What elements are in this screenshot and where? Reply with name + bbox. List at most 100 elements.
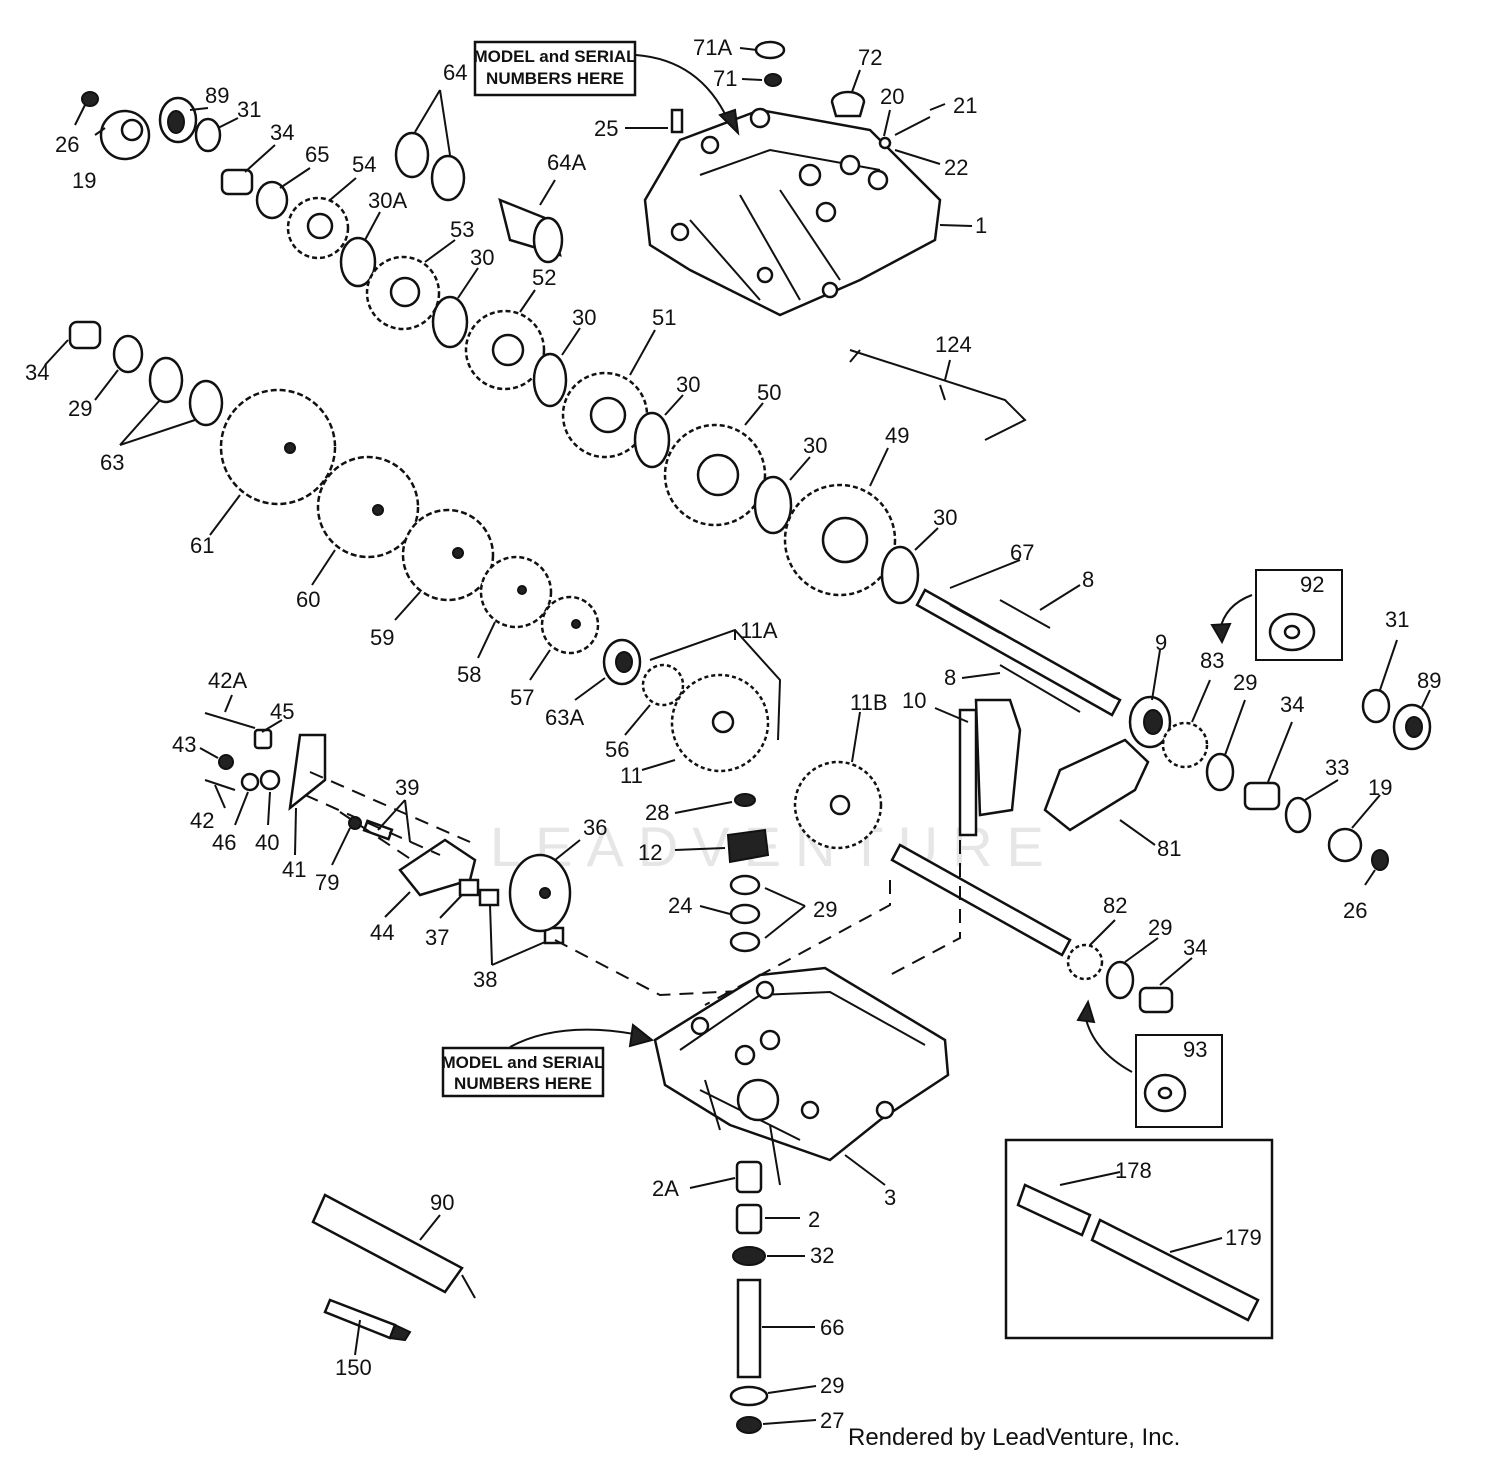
bottom-note-line2: NUMBERS HERE: [454, 1074, 592, 1093]
part-11a-bracket-lines: [649, 628, 782, 741]
part-53-gear: [365, 255, 441, 331]
label-93: 93: [1183, 1037, 1207, 1062]
label-26: 26: [55, 132, 79, 157]
label-34-b: 34: [25, 360, 49, 385]
part-52-gear: [464, 309, 546, 391]
label-8-a: 8: [1082, 567, 1094, 592]
label-36: 36: [583, 815, 607, 840]
part-89-bearing-b: [1392, 703, 1432, 751]
label-61: 61: [190, 533, 214, 558]
part-56-sprocket: [641, 663, 685, 707]
part-31-washer-b: [1361, 688, 1391, 724]
label-42a: 42A: [208, 668, 247, 693]
label-64a: 64A: [547, 150, 586, 175]
label-89: 89: [205, 83, 229, 108]
part-50-gear: [663, 423, 767, 527]
label-45: 45: [270, 699, 294, 724]
part-30-washer-c: [532, 352, 568, 408]
label-81: 81: [1157, 836, 1181, 861]
label-29-b: 29: [1233, 670, 1257, 695]
label-2a: 2A: [652, 1176, 679, 1201]
part-20-washer: [878, 136, 892, 150]
dashed-assembly-lines: [304, 771, 961, 1006]
part-29-washer-c2: [729, 931, 761, 953]
part-27-nut: [736, 1416, 762, 1434]
part-44-shifter: [398, 838, 477, 897]
shaft-kit-inset: [1004, 1138, 1274, 1340]
label-60: 60: [296, 587, 320, 612]
label-30-e: 30: [803, 433, 827, 458]
label-56: 56: [605, 737, 629, 762]
label-41: 41: [282, 857, 306, 882]
part-40-washer: [259, 769, 281, 791]
lower-housing: [653, 966, 950, 1186]
part-45-bushing: [253, 728, 273, 750]
top-note-line1: MODEL and SERIAL: [473, 47, 636, 66]
label-44: 44: [370, 920, 394, 945]
bottom-model-serial-note: MODEL and SERIAL NUMBERS HERE: [441, 1023, 655, 1098]
part-10-shift-fork: [958, 698, 1022, 837]
part-34-bushing-d: [1138, 986, 1174, 1014]
label-33: 33: [1325, 755, 1349, 780]
part-63-bearing-b: [188, 379, 224, 427]
upper-housing: [643, 107, 942, 317]
leader-lines: [44, 47, 1431, 1425]
part-8-key-a: [999, 599, 1051, 629]
part-28-washer: [734, 793, 756, 807]
label-52: 52: [532, 265, 556, 290]
label-71: 71: [713, 66, 737, 91]
label-30-d: 30: [676, 372, 700, 397]
label-58: 58: [457, 662, 481, 687]
label-19-b: 19: [1368, 775, 1392, 800]
part-number-labels: 26 19 89 31 34 65 64 54 30A 64A 53 30 52…: [25, 35, 1441, 1433]
label-30-b: 30: [470, 245, 494, 270]
part-38-block-a: [478, 888, 500, 907]
label-150: 150: [335, 1355, 372, 1380]
part-25-pin: [670, 108, 684, 134]
part-34-bushing-b: [68, 320, 102, 350]
label-22: 22: [944, 155, 968, 180]
label-2: 2: [808, 1207, 820, 1232]
part-150-lube-tube: [323, 1298, 412, 1342]
part-31-washer: [194, 117, 222, 153]
part-57-gear: [540, 595, 600, 655]
label-11: 11: [620, 763, 643, 788]
part-21-screw: [894, 116, 931, 136]
label-8-b: 8: [944, 665, 956, 690]
rendered-by-credit: Rendered by LeadVenture, Inc.: [848, 1424, 1181, 1451]
label-59: 59: [370, 625, 394, 650]
part-30-washer-f: [880, 545, 920, 605]
label-63a: 63A: [545, 705, 584, 730]
label-90: 90: [430, 1190, 454, 1215]
label-57: 57: [510, 685, 534, 710]
part-29-washer-d: [1105, 960, 1135, 1000]
part-2-bushing: [735, 1203, 763, 1235]
label-29-e: 29: [820, 1373, 844, 1398]
label-64: 64: [443, 60, 467, 85]
part-93-inset: [1076, 999, 1223, 1128]
label-50: 50: [757, 380, 781, 405]
part-36-disc: [508, 853, 572, 933]
label-37: 37: [425, 925, 449, 950]
part-82-sprocket: [1066, 943, 1104, 981]
part-46-washer: [240, 772, 260, 792]
label-34-c: 34: [1280, 692, 1304, 717]
label-29: 29: [68, 396, 92, 421]
part-37-block: [458, 878, 480, 897]
part-29-washer-b: [1205, 752, 1235, 792]
label-67: 67: [1010, 540, 1034, 565]
part-30a-washer: [339, 236, 377, 288]
label-79: 79: [315, 870, 339, 895]
part-30-washer-b: [431, 295, 469, 349]
label-82: 82: [1103, 893, 1127, 918]
part-72-plug: [830, 90, 866, 118]
top-note-line2: NUMBERS HERE: [486, 69, 624, 88]
part-33-washer: [1284, 796, 1312, 834]
label-66: 66: [820, 1315, 844, 1340]
label-26-b: 26: [1343, 898, 1367, 923]
label-3: 3: [884, 1185, 896, 1210]
label-19: 19: [72, 168, 96, 193]
part-34-bushing-c: [1243, 781, 1281, 811]
label-30-f: 30: [933, 505, 957, 530]
